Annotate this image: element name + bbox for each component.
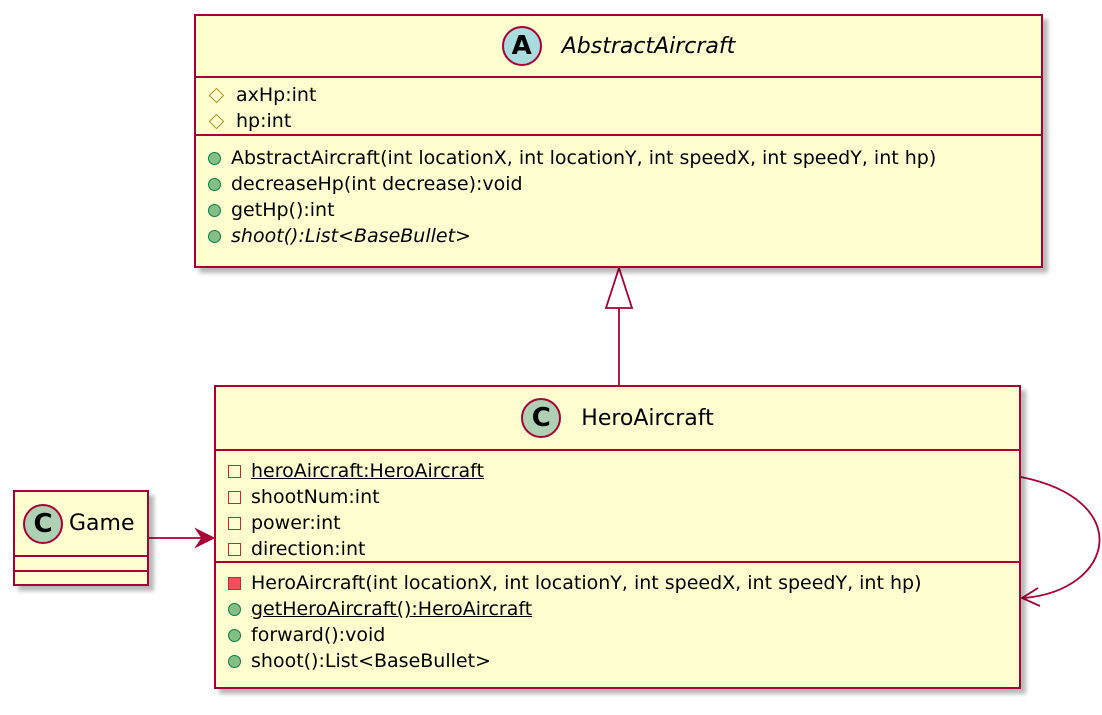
method-row: forward():void	[228, 622, 1019, 648]
field-text: power:int	[251, 512, 341, 534]
method-row: shoot():List<BaseBullet>	[228, 648, 1019, 674]
field-text: direction:int	[251, 538, 366, 560]
hero-aircraft-header: C HeroAircraft	[216, 387, 1019, 451]
hero-aircraft-fields: heroAircraft:HeroAircraft shootNum:int p…	[216, 451, 1019, 563]
hero-aircraft-methods: HeroAircraft(int locationX, int location…	[216, 563, 1019, 674]
abstract-aircraft-fields: axHp:int hp:int	[196, 78, 1041, 136]
game-fields	[15, 557, 147, 572]
protected-field-icon	[208, 113, 225, 129]
field-row: axHp:int	[208, 82, 1041, 108]
public-method-icon	[208, 177, 221, 191]
inheritance-arrowhead	[604, 265, 634, 309]
public-method-icon	[208, 203, 221, 217]
method-text: decreaseHp(int decrease):void	[231, 173, 523, 195]
abstract-aircraft-header: A AbstractAircraft	[196, 16, 1041, 78]
field-text: shootNum:int	[251, 486, 380, 508]
abstract-method-text: shoot():List<BaseBullet>	[231, 225, 471, 247]
self-association-arrowhead	[1020, 587, 1041, 607]
method-text: getHp():int	[231, 199, 335, 221]
public-method-icon	[208, 229, 221, 243]
public-method-icon	[228, 628, 241, 642]
private-field-icon	[228, 542, 241, 556]
method-row: HeroAircraft(int locationX, int location…	[228, 570, 1019, 596]
game-header: C Game	[15, 492, 147, 557]
static-field-text: heroAircraft:HeroAircraft	[251, 460, 484, 482]
static-method-text: getHeroAircraft():HeroAircraft	[251, 598, 533, 620]
public-method-icon	[228, 602, 241, 616]
method-text: HeroAircraft(int locationX, int location…	[251, 572, 922, 594]
field-row: direction:int	[228, 536, 1019, 562]
private-field-icon	[228, 464, 241, 478]
game-class[interactable]: C Game	[13, 490, 149, 586]
method-text: AbstractAircraft(int locationX, int loca…	[231, 147, 937, 169]
method-text: shoot():List<BaseBullet>	[251, 650, 491, 672]
class-badge-icon: C	[23, 503, 63, 544]
field-row: hp:int	[208, 108, 1041, 134]
self-association-line	[1020, 476, 1101, 599]
abstract-class-badge-icon: A	[501, 26, 542, 66]
hero-aircraft-name: HeroAircraft	[581, 405, 714, 431]
field-row: shootNum:int	[228, 484, 1019, 510]
method-row: getHp():int	[208, 197, 1041, 223]
association-arrowhead	[194, 527, 216, 549]
private-method-icon	[228, 576, 241, 590]
abstract-aircraft-methods: AbstractAircraft(int locationX, int loca…	[196, 136, 1041, 249]
field-row: power:int	[228, 510, 1019, 536]
private-field-icon	[228, 490, 241, 504]
protected-field-icon	[208, 87, 225, 103]
method-row: getHeroAircraft():HeroAircraft	[228, 596, 1019, 622]
abstract-aircraft-class[interactable]: A AbstractAircraft axHp:int hp:int Abstr…	[194, 14, 1043, 268]
method-row: shoot():List<BaseBullet>	[208, 223, 1041, 249]
public-method-icon	[228, 654, 241, 668]
abstract-aircraft-name: AbstractAircraft	[561, 33, 736, 59]
method-row: AbstractAircraft(int locationX, int loca…	[208, 145, 1041, 171]
class-badge-icon: C	[521, 398, 562, 438]
hero-aircraft-class[interactable]: C HeroAircraft heroAircraft:HeroAircraft…	[214, 385, 1021, 689]
public-method-icon	[208, 151, 221, 165]
field-row: heroAircraft:HeroAircraft	[228, 458, 1019, 484]
private-field-icon	[228, 516, 241, 530]
field-text: axHp:int	[236, 84, 317, 106]
method-row: decreaseHp(int decrease):void	[208, 171, 1041, 197]
field-text: hp:int	[236, 110, 292, 132]
game-name: Game	[69, 511, 135, 536]
method-text: forward():void	[251, 624, 386, 646]
